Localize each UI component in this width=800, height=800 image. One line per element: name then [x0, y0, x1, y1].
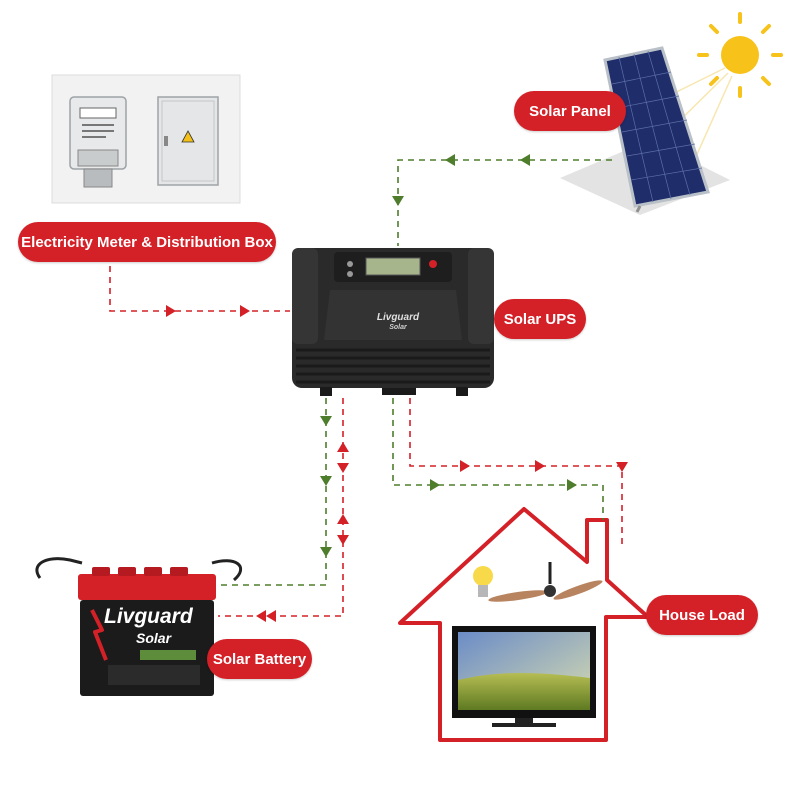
label-meter-box: Electricity Meter & Distribution Box: [18, 222, 276, 262]
meter-box-panel: [51, 74, 241, 204]
battery-brand-name: Livguard: [104, 605, 193, 628]
flow-ups-house-solar: [392, 398, 604, 520]
ups-icon: [292, 248, 494, 396]
distribution-box-icon: [157, 96, 219, 186]
flow-panel-to-ups: [397, 159, 612, 246]
flow-arrowheads: [166, 154, 628, 622]
energy-meter-icon: [69, 96, 127, 188]
flow-battery-ups-discharge: [218, 398, 344, 617]
battery-icon: [35, 557, 243, 696]
label-solar-ups: Solar UPS: [494, 299, 586, 339]
battery-brand-sub: Solar: [136, 630, 172, 646]
tv-icon: [452, 626, 596, 727]
bulb-icon: [473, 566, 493, 597]
flow-ups-house-ac: [409, 398, 623, 548]
ceiling-fan-icon: [488, 562, 603, 602]
label-solar-battery: Solar Battery: [207, 639, 312, 679]
ups-brand-name: Livguard: [376, 312, 420, 323]
label-solar-panel: Solar Panel: [514, 91, 626, 131]
solar-panel-icon: [560, 46, 730, 215]
flow-ups-battery-charge: [218, 398, 327, 586]
label-house-load: House Load: [646, 595, 758, 635]
house-icon: [398, 507, 650, 742]
ups-brand-sub: Solar: [389, 324, 407, 331]
flow-grid-to-ups: [109, 266, 290, 312]
